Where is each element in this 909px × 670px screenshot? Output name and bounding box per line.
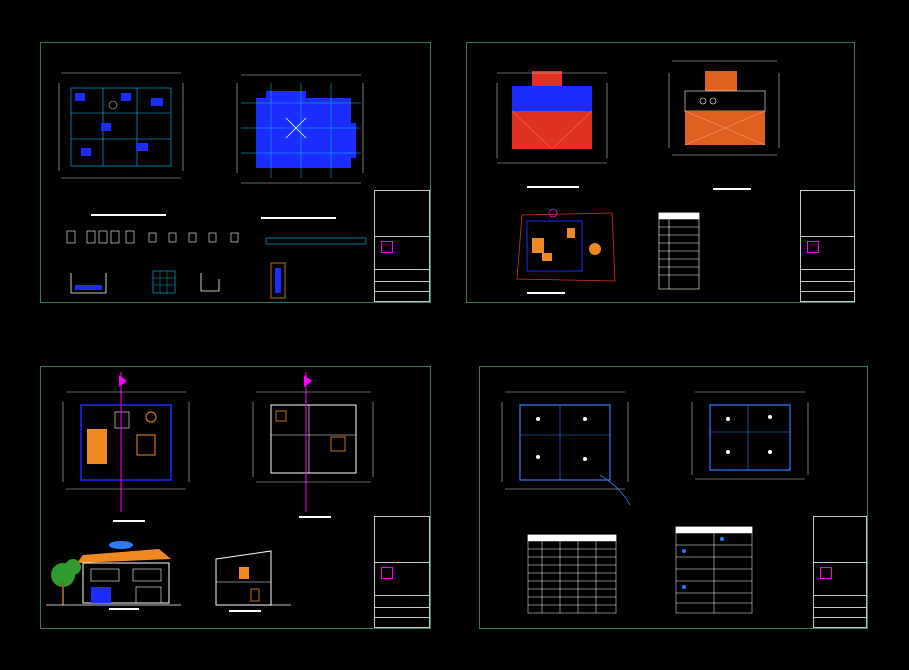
title-block bbox=[800, 190, 855, 302]
sheet-1-drawing bbox=[58, 72, 367, 299]
sheet-3[interactable] bbox=[40, 366, 431, 629]
electrical-plan-ground bbox=[501, 391, 631, 506]
north-arrow-icon bbox=[381, 567, 393, 579]
structural-plan-blue bbox=[236, 74, 364, 184]
sheet-4[interactable] bbox=[479, 366, 868, 629]
roof-plan-orange bbox=[668, 60, 780, 156]
cloud-icon bbox=[109, 541, 133, 549]
title-block bbox=[813, 516, 867, 628]
sheet-2[interactable] bbox=[466, 42, 855, 303]
floor-plan-upper bbox=[252, 372, 374, 512]
sheet-1[interactable] bbox=[40, 42, 431, 303]
section bbox=[215, 550, 291, 606]
north-arrow-icon bbox=[381, 241, 393, 253]
north-arrow-icon bbox=[820, 567, 832, 579]
symbol-legend bbox=[675, 526, 753, 614]
legend-table bbox=[658, 212, 700, 290]
electrical-plan-upper bbox=[691, 391, 809, 480]
north-arrow-icon bbox=[807, 241, 819, 253]
column-details bbox=[66, 230, 239, 244]
floor-plan-ground bbox=[62, 372, 190, 512]
tree-icon bbox=[51, 559, 81, 605]
roof-plan-red-blue bbox=[496, 71, 608, 164]
foundation-plan bbox=[58, 72, 184, 179]
schedule-table bbox=[527, 534, 617, 614]
site-plan bbox=[516, 208, 616, 282]
sheet-3-drawing bbox=[46, 372, 374, 612]
footing-details bbox=[70, 262, 286, 299]
sheet-2-drawing bbox=[496, 60, 780, 294]
title-block bbox=[374, 190, 430, 302]
sheet-4-drawing bbox=[501, 391, 809, 614]
elevation-front bbox=[46, 541, 181, 606]
title-block bbox=[374, 516, 430, 628]
